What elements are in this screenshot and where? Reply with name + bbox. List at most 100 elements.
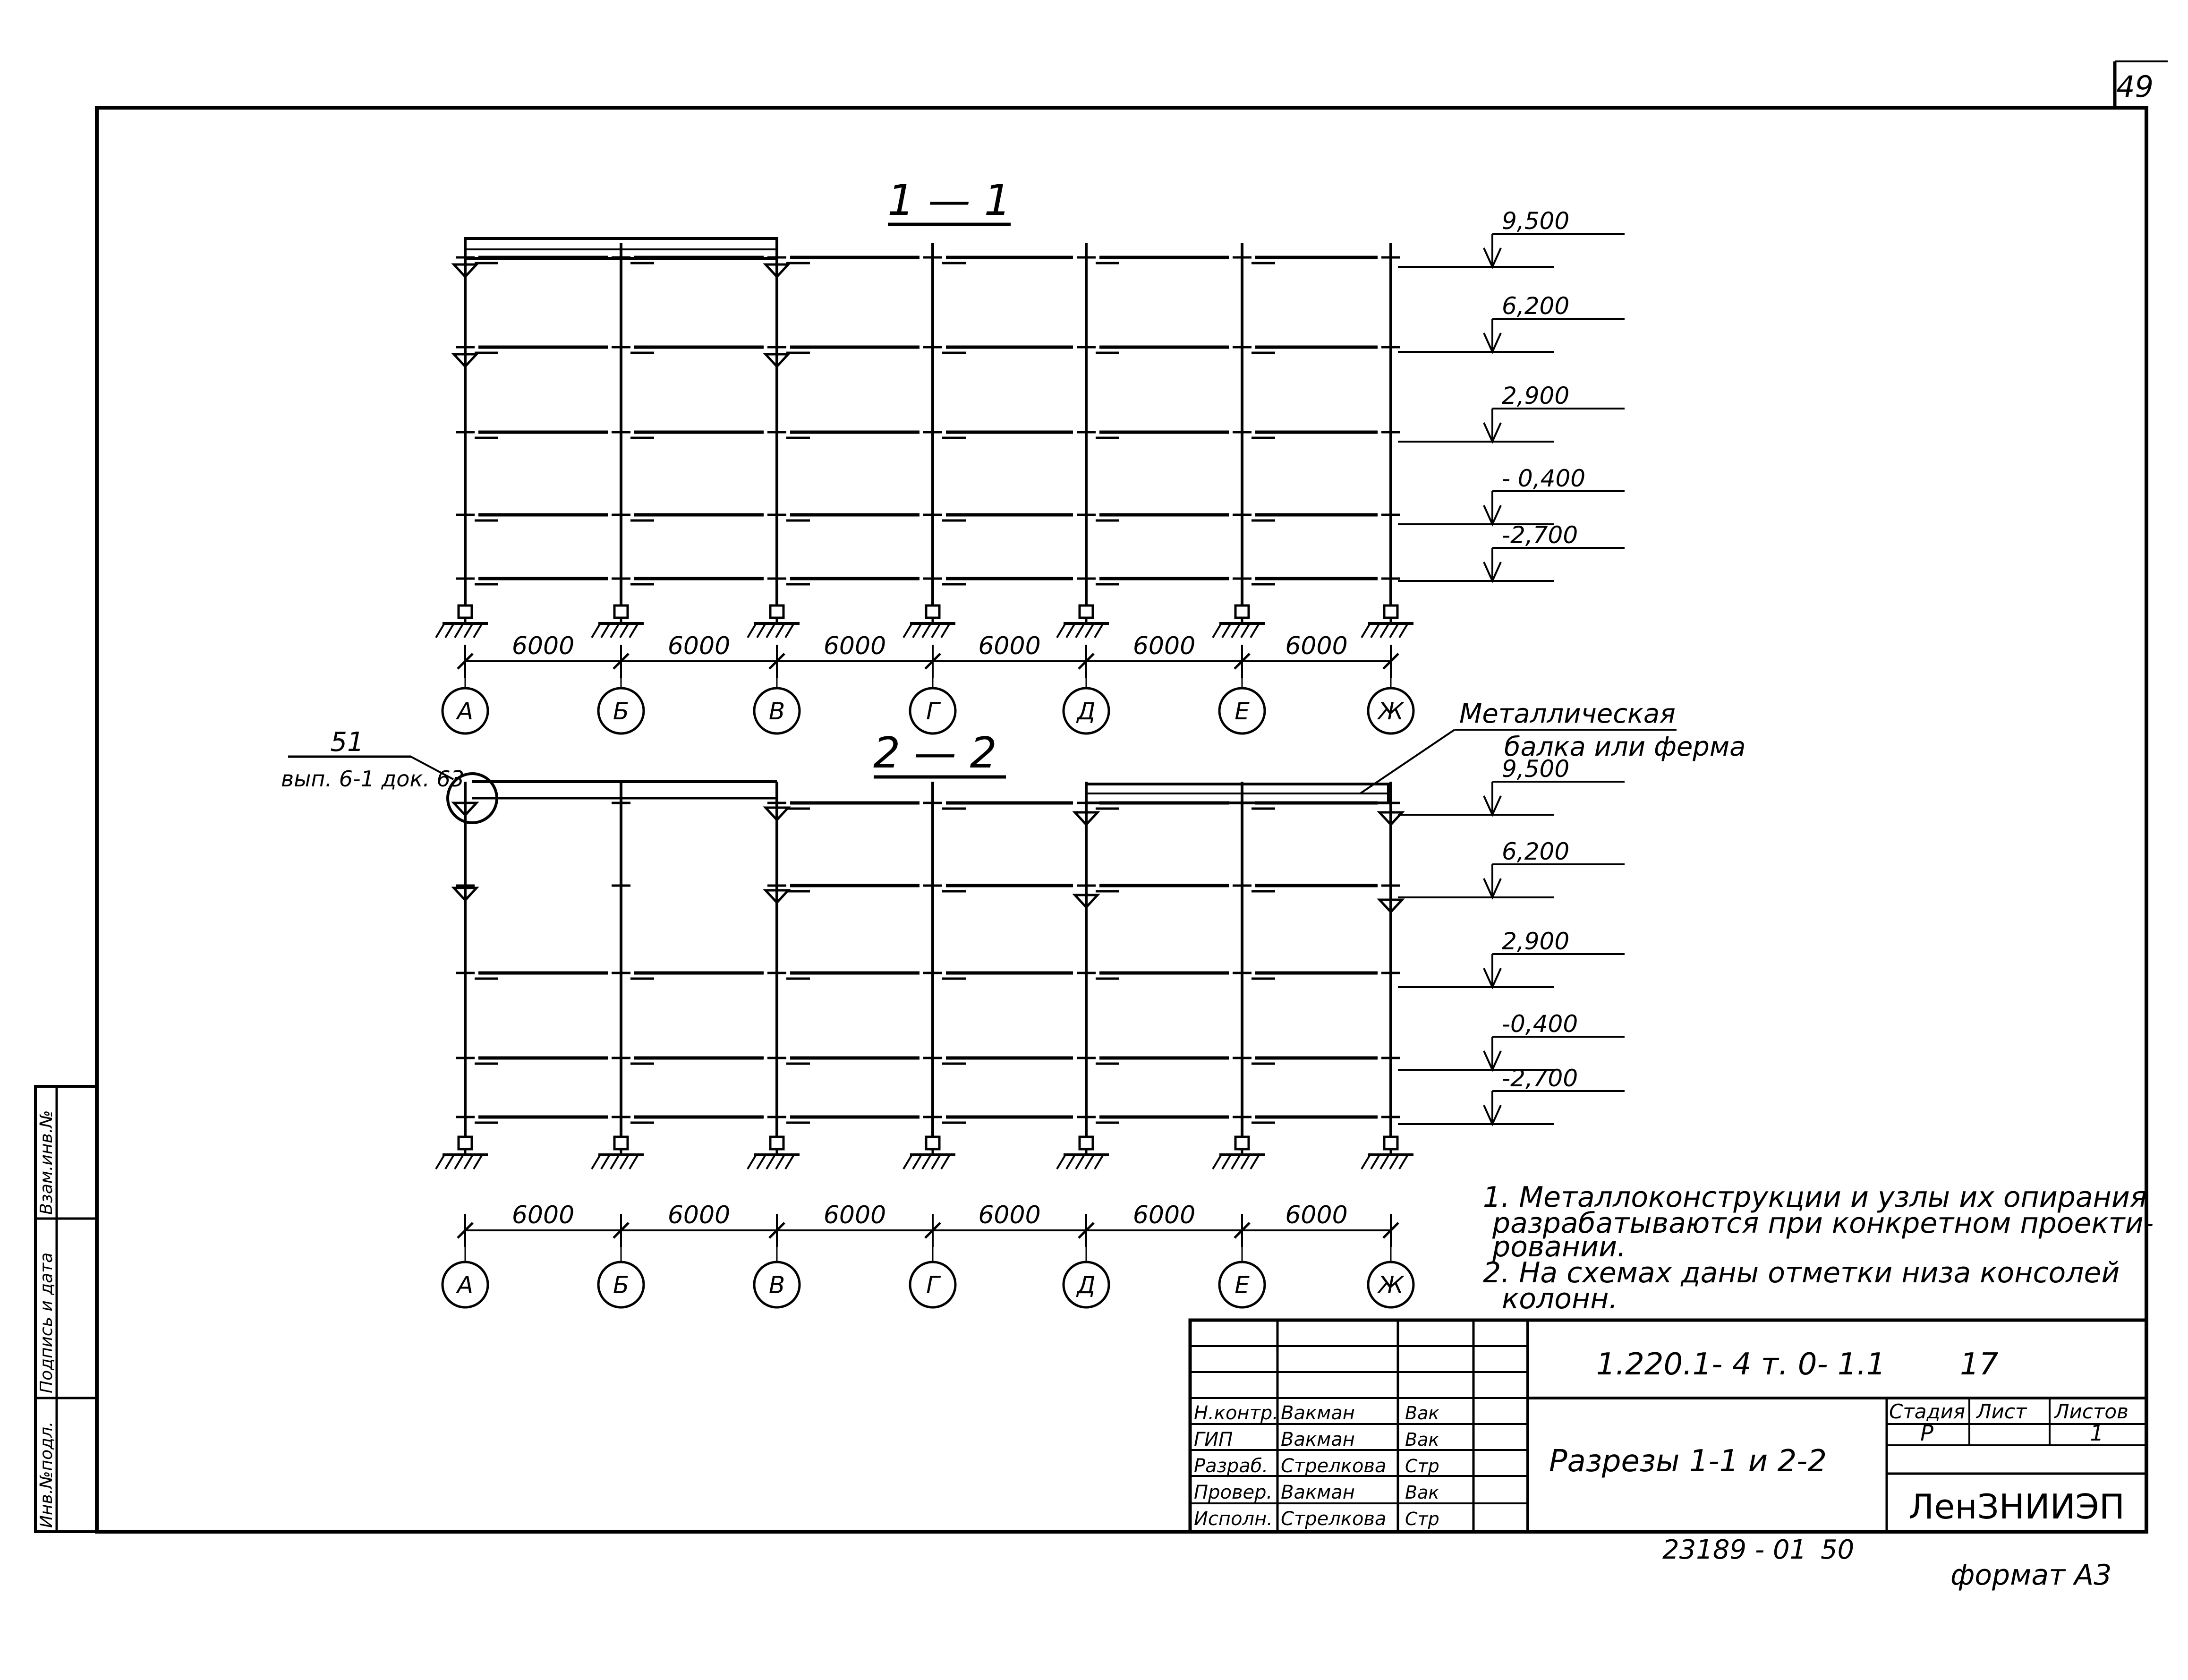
ground-hatch — [1240, 1154, 1251, 1170]
signer-role: ГИП — [1194, 1429, 1233, 1450]
axis-label: Ж — [1377, 698, 1405, 725]
ground-hatch — [473, 1154, 483, 1170]
ground-hatch — [775, 1154, 785, 1170]
ground-hatch — [619, 623, 630, 639]
signer-name: Стрелкова — [1281, 1455, 1387, 1477]
section-2-2: 2 — 2 9,500 6,200 2,900 -0,400 -2,700 6000 60… — [435, 728, 1625, 1309]
page-number: 49 — [2116, 69, 2154, 104]
signer-signature: Вак — [1405, 1403, 1439, 1424]
column-base-plate — [1383, 1135, 1399, 1151]
ground-hatch — [591, 623, 601, 639]
ground-hatch — [1370, 1154, 1380, 1170]
ground-hatch — [1361, 623, 1371, 639]
span-dimension-text: 6000 — [978, 632, 1040, 660]
span-dimension-text: 6000 — [1133, 1201, 1195, 1229]
ground-hatch — [766, 623, 776, 639]
column-base-plate — [769, 1135, 785, 1151]
level-mark-text: 2,900 — [1502, 382, 1569, 409]
ground-hatch — [1065, 623, 1076, 639]
organization-name: ЛенЗНИИЭП — [1908, 1487, 2125, 1526]
axis-label: Б — [613, 698, 629, 725]
signer-signature: Стр — [1405, 1509, 1439, 1529]
column-base-plate — [1234, 1135, 1250, 1151]
column-base-plate — [457, 1135, 473, 1151]
axis-bubble — [1218, 687, 1266, 735]
axis-label: Д — [1076, 698, 1095, 725]
sheets-value: 1 — [2090, 1420, 2103, 1446]
ground-hatch — [610, 623, 620, 639]
ground-hatch — [1379, 623, 1390, 639]
ground-hatch — [1094, 623, 1104, 639]
console-support-marker — [763, 889, 791, 904]
ground-hatch — [902, 623, 913, 639]
ground-hatch — [756, 623, 766, 639]
console-support-marker — [451, 263, 479, 279]
ground-hatch — [1075, 1154, 1085, 1170]
beam-note-line1: Металлическая — [1459, 699, 1676, 729]
axis-bubble — [441, 687, 489, 735]
ground-hatch — [747, 623, 757, 639]
ground-hatch — [940, 1154, 951, 1170]
archive-sheet: 50 — [1821, 1535, 1854, 1565]
section-1-title: 1 — 1 — [887, 176, 1011, 225]
level-mark-text: 9,500 — [1502, 207, 1569, 235]
note-line-1: 1. Металлоконструкции и узлы их опирания — [1483, 1181, 2147, 1214]
ground-hatch — [747, 1154, 757, 1170]
axis-bubble — [753, 1261, 801, 1309]
ground-hatch — [931, 1154, 941, 1170]
axis-bubble — [597, 1261, 645, 1309]
signer-name: Вакман — [1281, 1402, 1355, 1424]
signer-name: Вакман — [1281, 1482, 1355, 1503]
axis-bubble — [909, 1261, 957, 1309]
level-mark-text: 6,200 — [1502, 838, 1569, 865]
signer-role: Разраб. — [1194, 1455, 1268, 1477]
ground-hatch — [1212, 1154, 1222, 1170]
span-dimension-text: 6000 — [1133, 632, 1195, 660]
console-support-marker — [451, 802, 479, 817]
level-mark-text: -0,400 — [1502, 1010, 1578, 1038]
axis-bubble — [597, 687, 645, 735]
column-base-plate — [1078, 604, 1094, 619]
section-1-frame — [435, 243, 1413, 639]
ground-hatch — [1065, 1154, 1076, 1170]
axis-label: Е — [1234, 698, 1250, 725]
ground-hatch — [1240, 623, 1251, 639]
console-support-marker — [763, 353, 791, 368]
level-mark-text: 6,200 — [1502, 292, 1569, 320]
metal-beam-note: Металлическая балка или ферма — [1359, 699, 1745, 794]
format-label: формат А3 — [1950, 1559, 2111, 1592]
ground-hatch — [600, 1154, 611, 1170]
section-2-title: 2 — 2 — [873, 728, 997, 778]
console-support-marker — [1072, 811, 1100, 827]
axis-bubble — [1218, 1261, 1266, 1309]
ground-hatch — [454, 623, 464, 639]
span-dimension-text: 6000 — [824, 632, 886, 660]
signer-role: Н.контр. — [1194, 1402, 1278, 1424]
ground-hatch — [784, 623, 795, 639]
drawing-title: Разрезы 1-1 и 2-2 — [1549, 1444, 1827, 1479]
ground-hatch — [1231, 1154, 1241, 1170]
console-support-marker — [451, 353, 479, 368]
ground-hatch — [1084, 1154, 1095, 1170]
ground-hatch — [473, 623, 483, 639]
ground-hatch — [902, 1154, 913, 1170]
column-base-plate — [613, 604, 629, 619]
level-mark-text: -2,700 — [1502, 1065, 1578, 1092]
column-base-plate — [1383, 604, 1399, 619]
note-line-4: 2. На схемах даны отметки низа консолей — [1483, 1256, 2120, 1289]
signer-name: Стрелкова — [1281, 1508, 1387, 1530]
ground-hatch — [1250, 1154, 1260, 1170]
ground-hatch — [912, 623, 922, 639]
span-dimension-text: 6000 — [1285, 1201, 1347, 1229]
column-base-plate — [1078, 1135, 1094, 1151]
level-mark-text: 9,500 — [1502, 755, 1569, 783]
level-mark-text: 2,900 — [1502, 928, 1569, 955]
general-notes: 1. Металлоконструкции и узлы их опирания… — [1483, 1181, 2154, 1315]
column-base-plate — [925, 1135, 941, 1151]
ground-hatch — [912, 1154, 922, 1170]
column-base-plate — [457, 604, 473, 619]
